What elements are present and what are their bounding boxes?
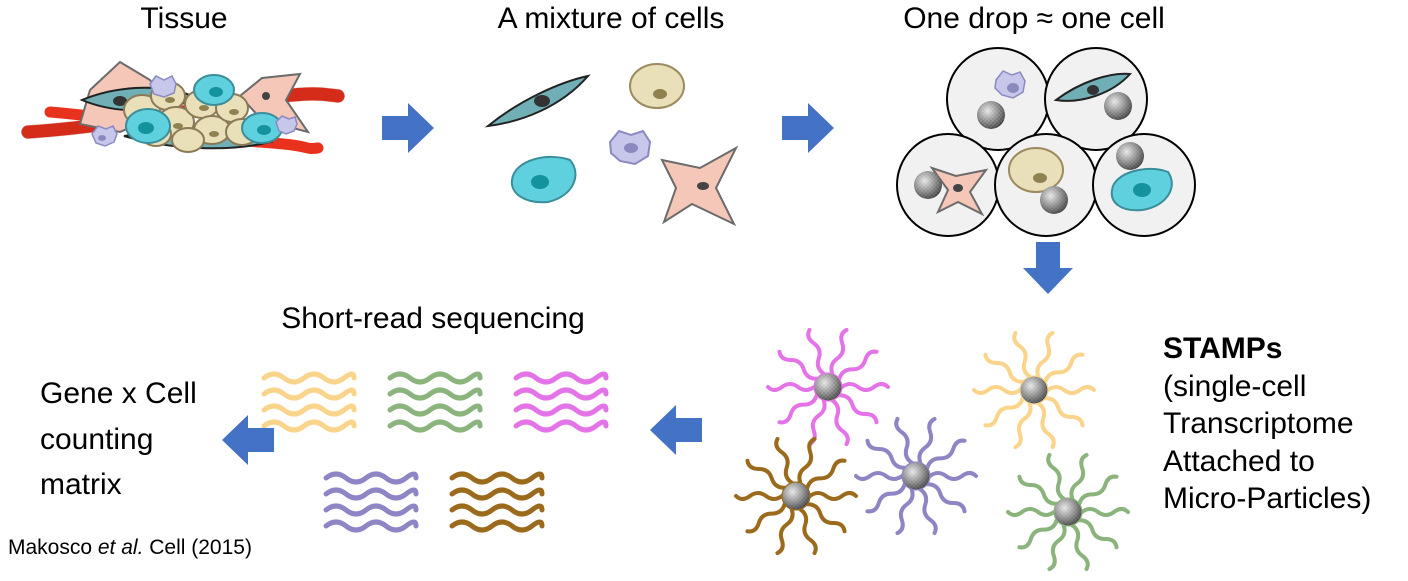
arrow-down-icon: [1023, 242, 1073, 294]
arrow-left-icon: [650, 405, 702, 455]
matrix-line: matrix: [40, 468, 122, 502]
citation-author: Makosco: [8, 536, 98, 559]
stamps-title: STAMPs: [1163, 332, 1283, 365]
citation-etal: et al.: [97, 536, 144, 559]
stamps-line: Micro-Particles): [1163, 482, 1372, 515]
matrix-caption: Gene x Cell counting matrix: [40, 371, 197, 508]
label-tissue: Tissue: [140, 2, 228, 35]
label-cell-mixture: A mixture of cells: [497, 2, 725, 35]
tissue-illustration: [21, 60, 345, 155]
arrow-right-icon: [382, 103, 434, 153]
stamps-caption: STAMPs (single-cell Transcriptome Attach…: [1163, 330, 1371, 518]
matrix-line: counting: [40, 422, 154, 456]
stamps-illustration: [734, 327, 1130, 572]
citation: Makosco et al. Cell (2015): [8, 536, 252, 560]
citation-journal-year: Cell (2015): [143, 536, 252, 559]
cell-mixture-illustration: [484, 63, 739, 227]
arrow-right-icon: [782, 103, 834, 153]
label-one-drop-one-cell: One drop ≈ one cell: [903, 2, 1165, 35]
matrix-line: Gene x Cell: [40, 377, 197, 410]
label-short-read-sequencing: Short-read sequencing: [281, 302, 585, 335]
sequencing-reads-illustration: [264, 374, 606, 530]
stamps-line: (single-cell: [1163, 369, 1307, 403]
stamps-line: Transcriptome: [1163, 407, 1354, 440]
droplet-cluster: [896, 47, 1196, 237]
stamps-line: Attached to: [1163, 444, 1315, 478]
